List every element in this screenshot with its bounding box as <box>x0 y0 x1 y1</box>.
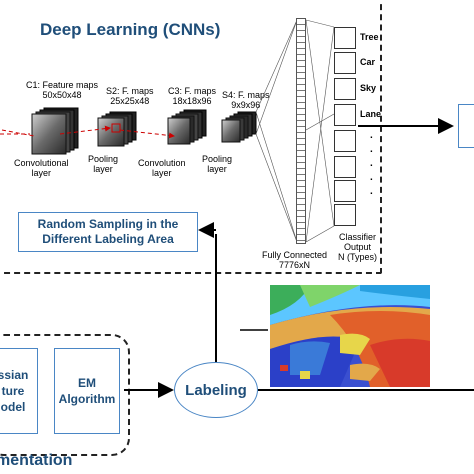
class-box <box>334 156 356 178</box>
fully-connected-layer <box>296 18 306 244</box>
class-box-lane <box>334 104 356 126</box>
output-box <box>458 104 474 148</box>
ellipsis-dot: . <box>370 144 373 155</box>
class-label-tree: Tree <box>360 32 379 42</box>
class-label-lane: Lane <box>360 109 382 119</box>
cnn-region <box>0 0 382 274</box>
segmentation-region <box>0 334 130 456</box>
class-box <box>334 204 356 226</box>
labeling-node: Labeling <box>174 362 258 418</box>
class-box <box>334 130 356 152</box>
class-box-car <box>334 52 356 74</box>
class-box-sky <box>334 78 356 100</box>
s2-feature-stack <box>97 111 137 147</box>
class-box-tree <box>334 27 356 49</box>
class-label-car: Car <box>360 57 376 67</box>
ellipsis-dot: . <box>370 172 373 183</box>
ellipsis-dot: . <box>370 186 373 197</box>
gaussian-mixture-box: ssian ture odel <box>0 348 38 434</box>
segmentation-title: mentation <box>0 452 73 469</box>
c3-feature-stack <box>167 109 207 145</box>
class-label-sky: Sky <box>360 83 377 93</box>
random-sampling-box: Random Sampling in the Different Labelin… <box>18 212 198 252</box>
s4-feature-stack <box>221 111 257 143</box>
class-box <box>334 180 356 202</box>
diagram-title: Deep Learning (CNNs) <box>40 20 221 39</box>
ellipsis-dot: . <box>370 158 373 169</box>
c1-feature-stack <box>31 107 79 155</box>
em-algorithm-box: EM Algorithm <box>54 348 120 434</box>
segmentation-image <box>270 285 430 387</box>
ellipsis-dot: . <box>370 130 373 141</box>
